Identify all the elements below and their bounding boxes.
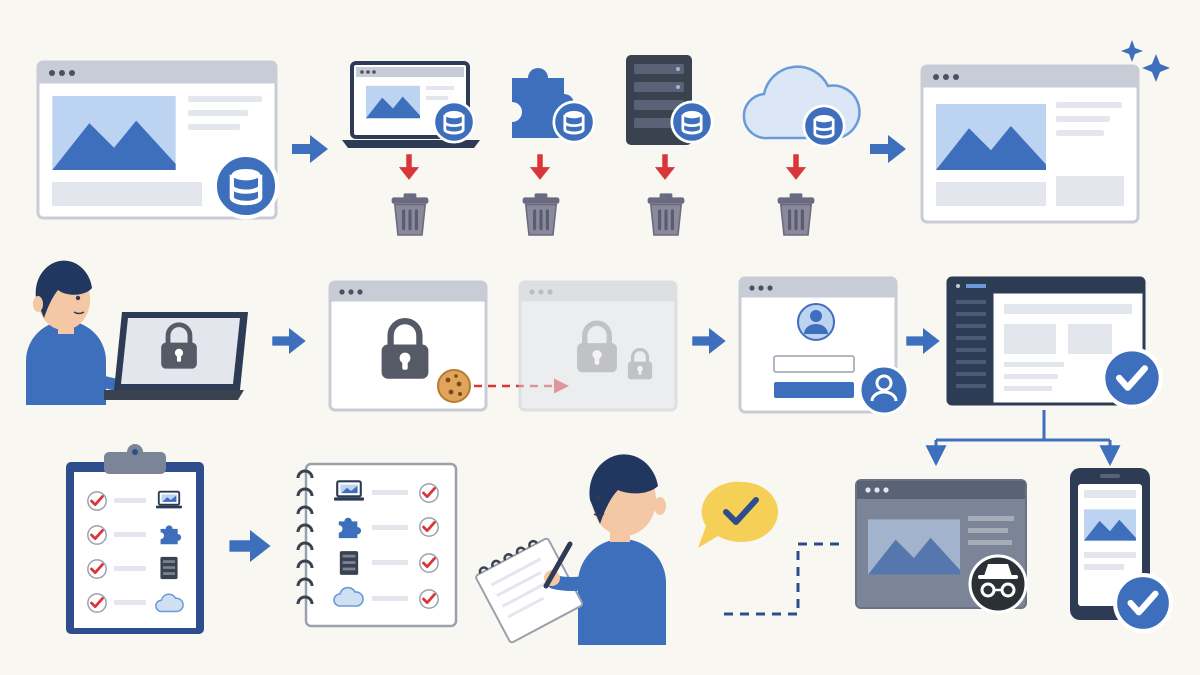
row-clear-site-data	[36, 40, 1170, 236]
image-placeholder-icon	[936, 104, 1046, 170]
check-icon	[86, 524, 108, 546]
arrow-right-icon	[692, 328, 726, 354]
user-at-laptop	[26, 260, 248, 405]
incognito-icon	[968, 554, 1028, 614]
check-icon	[418, 482, 440, 504]
arrow-right-icon	[292, 135, 328, 163]
delete-arrow-icon	[398, 154, 420, 180]
user-writing-notes	[475, 454, 666, 645]
split-connector	[925, 410, 1121, 467]
delete-arrow-icon	[529, 154, 551, 180]
check-icon	[86, 490, 108, 512]
delete-arrow-icon	[654, 154, 676, 180]
check-icon	[418, 588, 440, 610]
laptop-icon	[156, 490, 182, 510]
username-field[interactable]	[773, 355, 855, 373]
clipboard-checklist	[66, 444, 204, 634]
image-placeholder-icon	[52, 96, 176, 170]
incognito-browser-window	[855, 479, 1028, 614]
arrow-right-icon	[870, 135, 906, 163]
row-re-login-flow	[26, 260, 1161, 467]
trash-icon	[646, 192, 686, 236]
database-icon	[215, 155, 277, 217]
laptop-storage	[342, 61, 480, 148]
database-icon	[432, 100, 476, 144]
row-checklist-verification	[66, 444, 1171, 645]
database-icon	[670, 100, 714, 144]
user-badge-icon	[858, 364, 910, 416]
login-form-window	[738, 276, 910, 416]
dashboard-window	[946, 276, 1161, 407]
arrow-right-icon	[229, 530, 271, 562]
image-placeholder-icon	[1084, 509, 1136, 541]
deletion-markers	[390, 154, 816, 236]
clean-browser-window	[920, 64, 1140, 224]
locked-browser-window	[328, 280, 488, 412]
server-icon	[339, 551, 359, 575]
trash-icon	[390, 192, 430, 236]
notebook-checklist	[296, 462, 458, 628]
check-icon	[418, 516, 440, 538]
check-icon	[418, 552, 440, 574]
delete-arrow-icon	[785, 154, 807, 180]
extension-storage	[512, 68, 596, 144]
profile-avatar-icon	[797, 303, 835, 341]
arrow-right-icon	[906, 328, 940, 354]
arrow-right-icon	[272, 328, 306, 354]
cookie-icon	[437, 369, 471, 403]
cloud-storage	[742, 65, 861, 148]
check-icon	[86, 558, 108, 580]
browser-window-with-storage	[36, 60, 277, 220]
trash-icon	[776, 192, 816, 236]
trash-icon	[521, 192, 561, 236]
image-placeholder-icon	[868, 519, 960, 575]
database-icon	[552, 100, 596, 144]
speech-bubble-check-icon	[698, 481, 778, 548]
database-icon	[802, 104, 846, 148]
verified-check-icon	[1115, 575, 1171, 631]
server-icon	[160, 556, 178, 580]
faded-browser-window	[518, 280, 678, 412]
verified-check-icon	[1103, 349, 1161, 407]
laptop-icon	[334, 480, 364, 502]
sparkle-icon	[1121, 40, 1170, 82]
mobile-device	[1070, 468, 1171, 631]
login-button[interactable]	[774, 382, 854, 398]
check-icon	[86, 592, 108, 614]
image-placeholder-icon	[366, 85, 420, 119]
dashed-connector	[724, 542, 842, 616]
server-storage	[626, 55, 714, 145]
